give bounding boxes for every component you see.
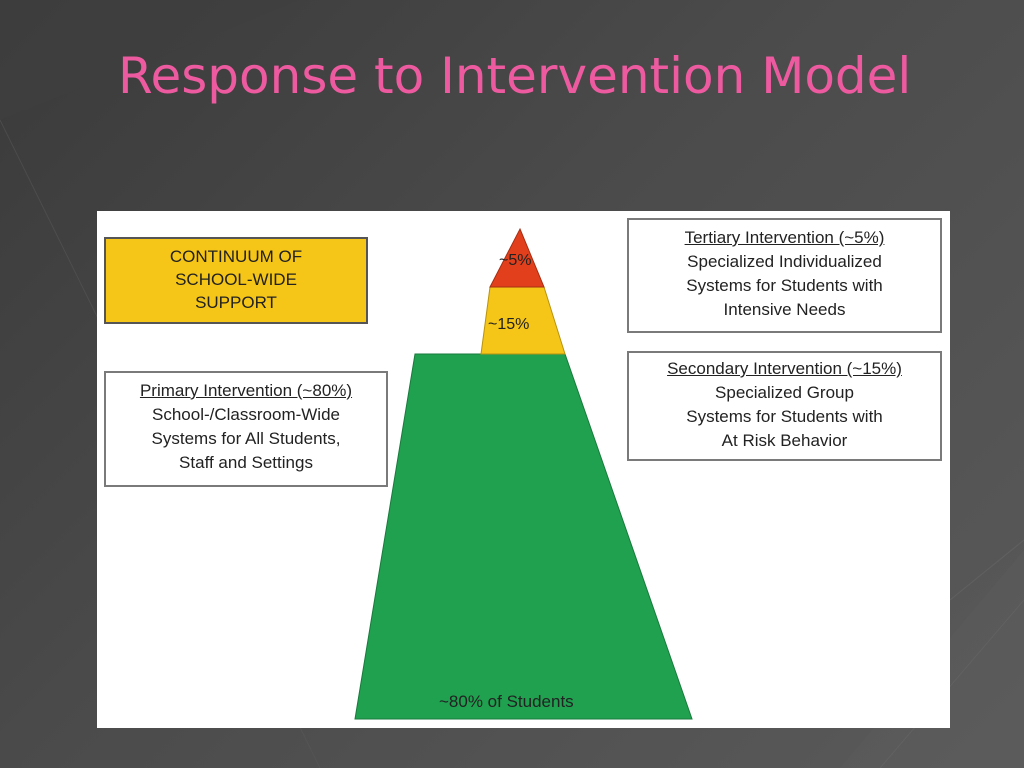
rti-pyramid-figure: ~5% ~15% ~80% of Students CONTINUUM OF S… [97,211,950,728]
secondary-line-2: Systems for Students with [686,407,883,426]
primary-heading: Primary Intervention (~80%) [139,381,353,400]
tertiary-line-2: Systems for Students with [686,276,883,295]
tertiary-intervention-box: Tertiary Intervention (~5%) Specialized … [627,218,942,333]
continuum-line-3: SUPPORT [195,293,277,312]
continuum-line-1: CONTINUUM OF [169,247,303,266]
primary-line-3: Staff and Settings [179,453,313,472]
tier-label-80-percent: ~80% of Students [439,692,574,711]
primary-line-1: School-/Classroom-Wide [152,405,340,424]
tertiary-line-3: Intensive Needs [723,300,846,319]
continuum-box: CONTINUUM OF SCHOOL-WIDE SUPPORT [104,237,368,324]
primary-intervention-box: Primary Intervention (~80%) School-/Clas… [104,371,388,487]
pyramid-diagram [354,227,693,720]
tertiary-line-1: Specialized Individualized [687,252,882,271]
tier-label-15-percent: ~15% [488,316,530,333]
pyramid-tier-5 [489,227,545,288]
tier-label-5-percent: ~5% [499,252,532,269]
continuum-line-2: SCHOOL-WIDE [175,270,297,289]
secondary-line-1: Specialized Group [715,383,854,402]
secondary-intervention-box: Secondary Intervention (~15%) Specialize… [627,351,942,461]
secondary-line-3: At Risk Behavior [721,431,848,450]
tertiary-heading: Tertiary Intervention (~5%) [684,228,885,247]
primary-line-2: Systems for All Students, [151,429,341,448]
slide-title: Response to Intervention Model [118,47,912,105]
secondary-heading: Secondary Intervention (~15%) [667,359,902,378]
